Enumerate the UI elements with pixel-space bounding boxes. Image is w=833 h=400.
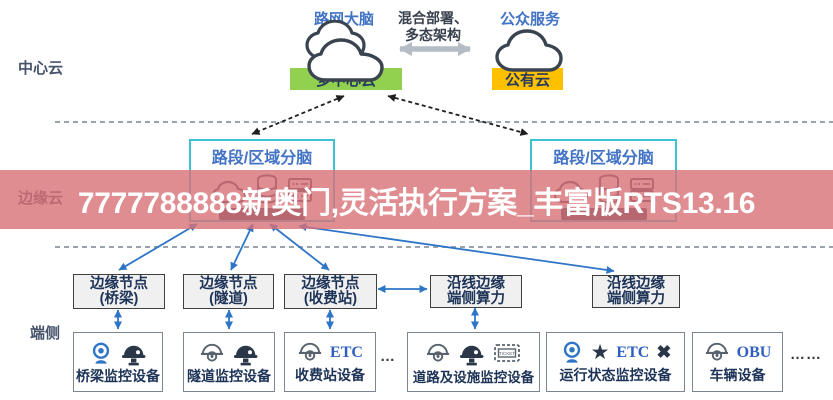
svg-text:TICKET: TICKET [499, 351, 516, 356]
brain-box-right-title: 路段/区域分脑 [553, 150, 654, 167]
ticket-icon: TICKET [494, 344, 520, 362]
device-tunnel-monitor-label: 隧道监控设备 [187, 368, 271, 384]
device-toll-station-label: 收费站设备 [295, 367, 365, 383]
edge-node-tunnel: 边缘节点 (隧道) [183, 274, 274, 309]
lane-label-center-cloud: 中心云 [18, 60, 64, 77]
device-status-monitor-icons: ETC [560, 340, 672, 365]
device-road-facility-monitor: TICKET 道路及设施监控设备 [407, 332, 540, 392]
device-vehicle: OBU 车辆设备 [692, 332, 783, 392]
arrow-brain-to-bridge-node [118, 223, 198, 271]
lane-label-terminal: 端侧 [30, 325, 61, 342]
public-cloud-icon [495, 29, 563, 72]
edge-node-toll-line2: (收费站) [303, 290, 358, 307]
roadside-compute-2-line2: 端侧算力 [607, 290, 665, 307]
star-badge-icon [591, 342, 610, 364]
roadside-compute-1-line2: 端侧算力 [447, 290, 505, 307]
ellipsis-mid: … [380, 348, 396, 365]
roadside-compute-1: 沿线边缘 端侧算力 [430, 275, 522, 308]
hybrid-deploy-label-line2: 多态架构 [405, 27, 461, 43]
device-bridge-monitor: 桥梁监控设备 [73, 332, 163, 392]
hybrid-deploy-label-line1: 混合部署、 [398, 10, 468, 26]
webcam-icon [92, 342, 110, 364]
arrow-cloud-to-right-brain [387, 94, 529, 136]
edge-node-bridge-line2: (桥梁) [99, 290, 139, 307]
etc-label: ETC [616, 343, 650, 361]
edge-node-tunnel-line2: (隧道) [209, 290, 248, 307]
watermark-text: 7777788888新奥门,灵活执行方案_丰富版RTS13.16 [77, 186, 756, 220]
brain-box-left-title: 路段/区域分脑 [211, 150, 313, 167]
edge-node-tunnel-line1: 边缘节点 [199, 275, 258, 292]
dome-camera-icon [426, 343, 450, 362]
device-bridge-monitor-label: 桥梁监控设备 [76, 368, 160, 384]
hybrid-deploy-label: 混合部署、 多态架构 [390, 10, 476, 44]
roadside-compute-2: 沿线边缘 端侧算力 [592, 275, 680, 308]
device-road-facility-monitor-label: 道路及设施监控设备 [412, 370, 535, 385]
device-toll-station: ETC 收费站设备 [284, 332, 376, 392]
dome-camera-dark-icon [122, 345, 146, 366]
cross-sensor-icon [656, 343, 671, 363]
public-service-label: 公众服务 [499, 11, 560, 28]
dome-camera-dark-icon [234, 345, 258, 366]
dome-camera-icon [705, 342, 728, 361]
dome-camera-dark-icon [460, 345, 484, 366]
obu-label: OBU [736, 343, 772, 361]
ellipsis-end: …… [790, 346, 822, 363]
device-vehicle-label: 车辆设备 [709, 367, 766, 383]
roadside-compute-2-line1: 沿线边缘 [607, 275, 665, 292]
etc-label: ETC [330, 343, 363, 361]
device-vehicle-icons: OBU [704, 340, 772, 365]
multi-cloud-icon [305, 20, 384, 82]
device-tunnel-monitor-icons [199, 340, 259, 366]
edge-node-bridge-line1: 边缘节点 [90, 275, 148, 292]
device-road-facility-monitor-icons: TICKET [425, 340, 522, 366]
edge-node-toll: 边缘节点 (收费站) [284, 274, 377, 309]
watermark-overlay-band: 7777788888新奥门,灵活执行方案_丰富版RTS13.16 [0, 170, 833, 229]
device-status-monitor-label: 运行状态监控设备 [559, 367, 672, 383]
arrow-brain-to-tunnel-node [230, 223, 254, 271]
device-tunnel-monitor: 隧道监控设备 [183, 332, 275, 392]
dome-camera-icon [200, 343, 224, 362]
arrow-cloud-to-left-brain [251, 95, 345, 135]
public-cloud-tag-text: 公有云 [504, 71, 550, 89]
edge-node-toll-line1: 边缘节点 [301, 275, 360, 292]
edge-node-bridge: 边缘节点 (桥梁) [73, 274, 165, 309]
arrow-brain-to-roadside-compute2 [298, 223, 615, 274]
dome-camera-icon [298, 342, 322, 361]
device-status-monitor: ETC 运行状态监控设备 [546, 332, 685, 392]
device-bridge-monitor-icons [89, 340, 147, 366]
arrow-brain-to-toll-node [269, 223, 330, 271]
device-toll-station-icons: ETC [297, 340, 363, 365]
roadside-compute-1-line1: 沿线边缘 [447, 275, 505, 292]
public-cloud-tag: 公有云 [492, 68, 563, 90]
webcam-icon [563, 341, 580, 363]
